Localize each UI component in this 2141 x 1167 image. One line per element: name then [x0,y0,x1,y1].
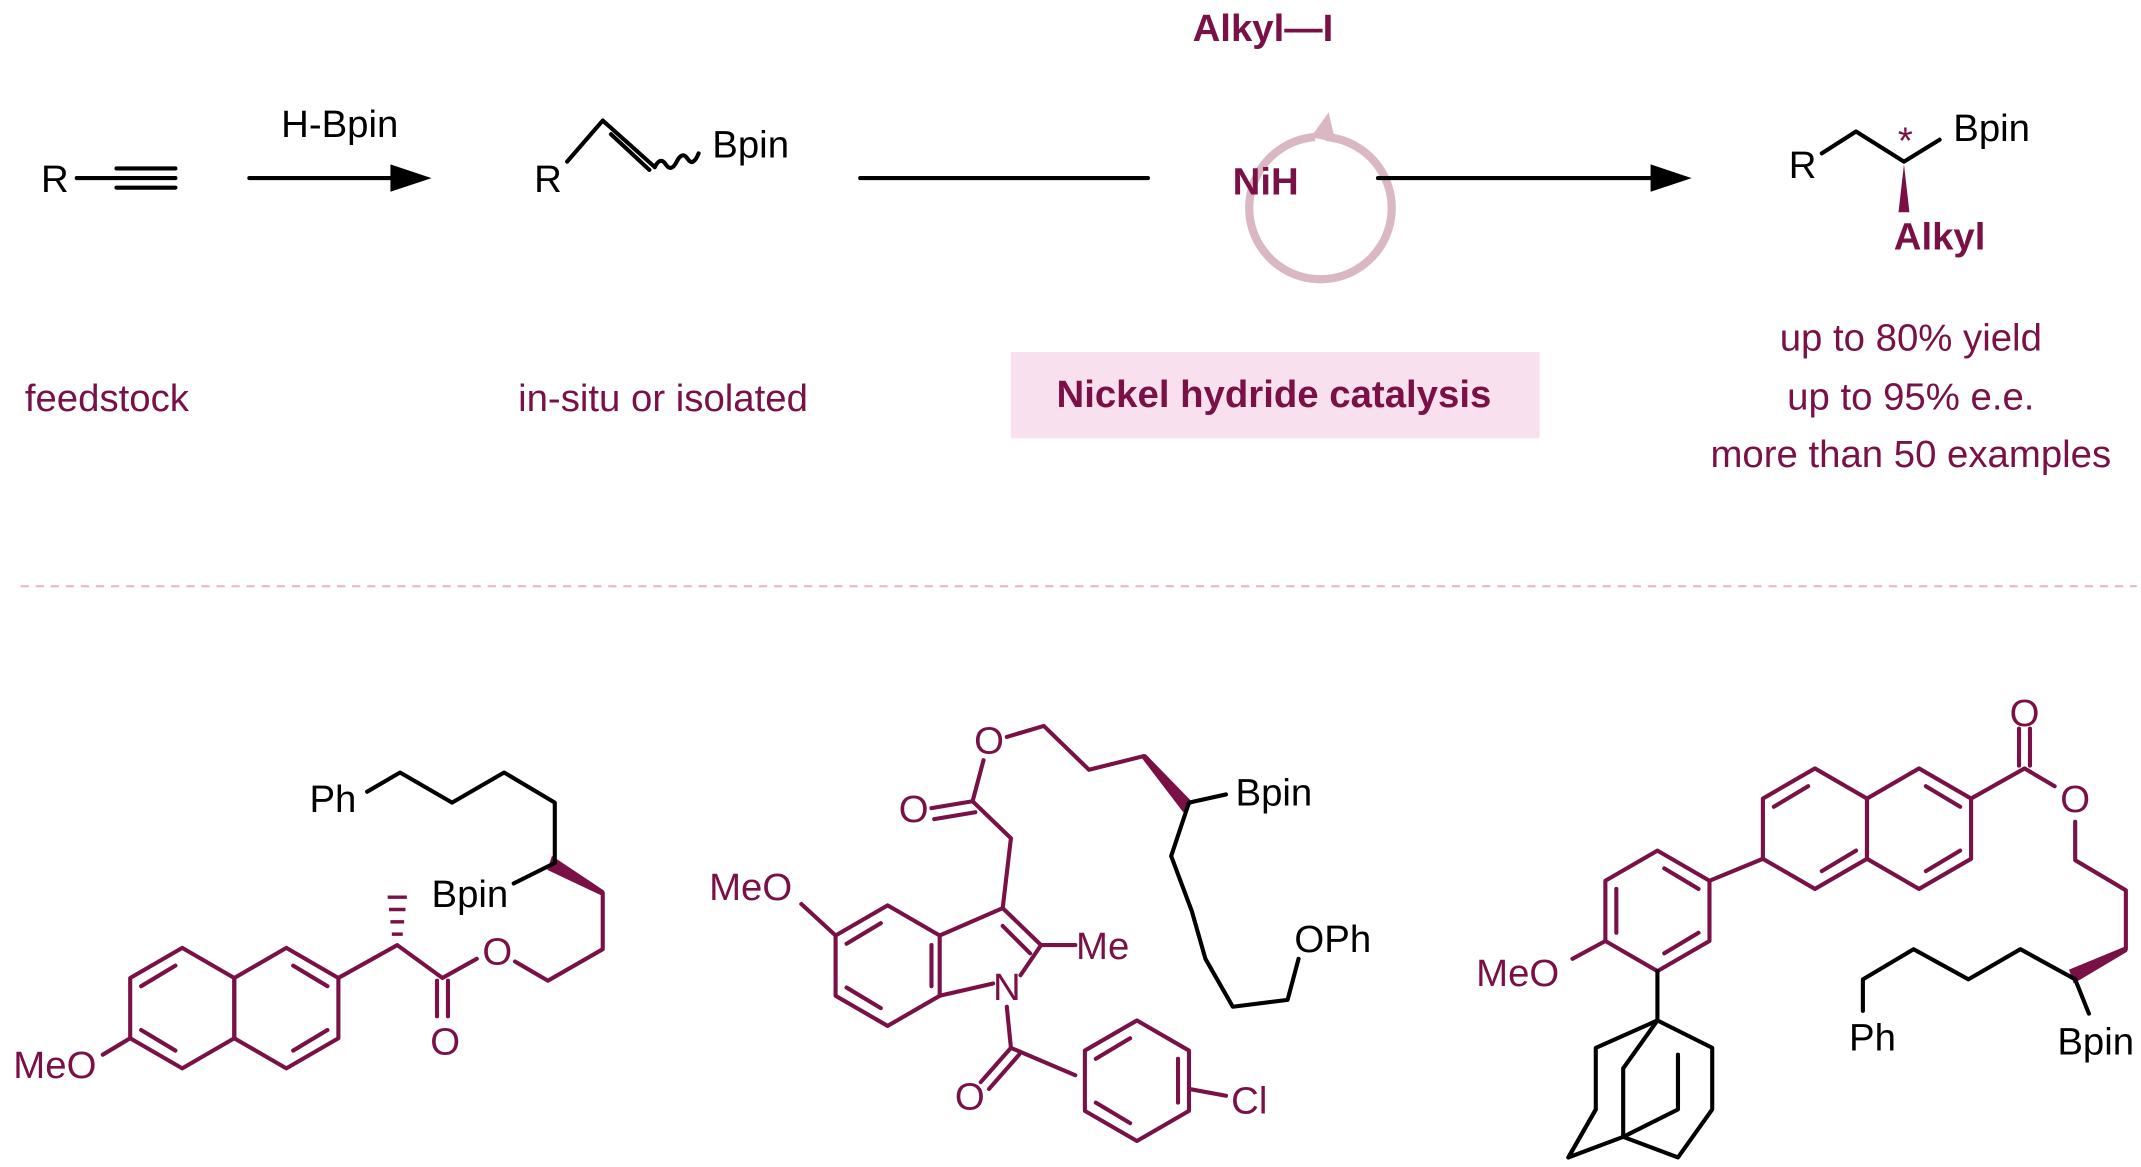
alkyl-label: Alkyl [1894,215,1986,258]
ee-stat: up to 95% e.e. [1787,376,2034,419]
o-label: O [2010,692,2040,735]
n-label: N [993,966,1021,1009]
ph-label: Ph [309,778,356,821]
meo-label: MeO [1476,952,1559,995]
insitu-label: in-situ or isolated [518,377,808,420]
arrowhead-icon [1650,164,1692,192]
catalysis-box [1010,352,1540,439]
examples-stat: more than 50 examples [1710,433,2111,476]
adamantyl [1566,969,1715,1160]
nih-catalytic-cycle: NiH Alkyl—I [1193,7,1396,284]
wedge-bond [1898,164,1910,213]
o-label: O [899,788,929,831]
alkyne-feedstock: R [41,158,178,201]
catalysis-label: Nickel hydride catalysis [1057,373,1492,416]
example-naproxen: MeO O O Bpin Ph [13,770,605,1087]
o-label: O [2060,778,2090,821]
bpin-label: Bpin [2057,1021,2134,1064]
feedstock-label: feedstock [25,377,190,420]
bpin-label: Bpin [712,124,789,167]
r-label: R [1789,144,1817,187]
o-label: O [430,1021,460,1064]
r-label: R [534,158,562,201]
yield-stat: up to 80% yield [1780,317,2042,360]
product-arrow [1375,164,1692,192]
hydroboration-arrow: H-Bpin [247,103,432,192]
arrowhead-icon [390,164,432,192]
cycle-circle [1245,132,1396,284]
example-indomethacin: N Me MeO O O Bpin OPh O Cl [709,719,1371,1144]
cycle-arrow-icon [1310,112,1336,143]
ph-label: Ph [1849,1017,1896,1060]
bpin-label: Bpin [432,873,509,916]
stereocenter-star: * [1898,119,1913,162]
bpin-label: Bpin [1236,771,1313,814]
meo-label: MeO [709,866,792,909]
chiral-product: R Bpin * Alkyl [1789,107,2030,258]
vinyl-boronate: R Bpin [534,118,789,201]
catalyst-label: NiH [1233,161,1299,204]
bpin-label: Bpin [1953,107,2030,150]
example-adapalene: O O Bpin Ph MeO [1476,692,2134,1160]
o-label: O [974,719,1004,762]
o-label: O [482,930,512,973]
me-label: Me [1076,925,1129,968]
o-label: O [955,1075,985,1118]
reagent-label: H-Bpin [281,103,398,146]
oph-label: OPh [1294,918,1371,961]
cl-label: Cl [1231,1080,1267,1123]
alkyl-iodide-label: Alkyl—I [1193,7,1334,50]
meo-label: MeO [13,1044,96,1087]
r-label: R [41,158,69,201]
